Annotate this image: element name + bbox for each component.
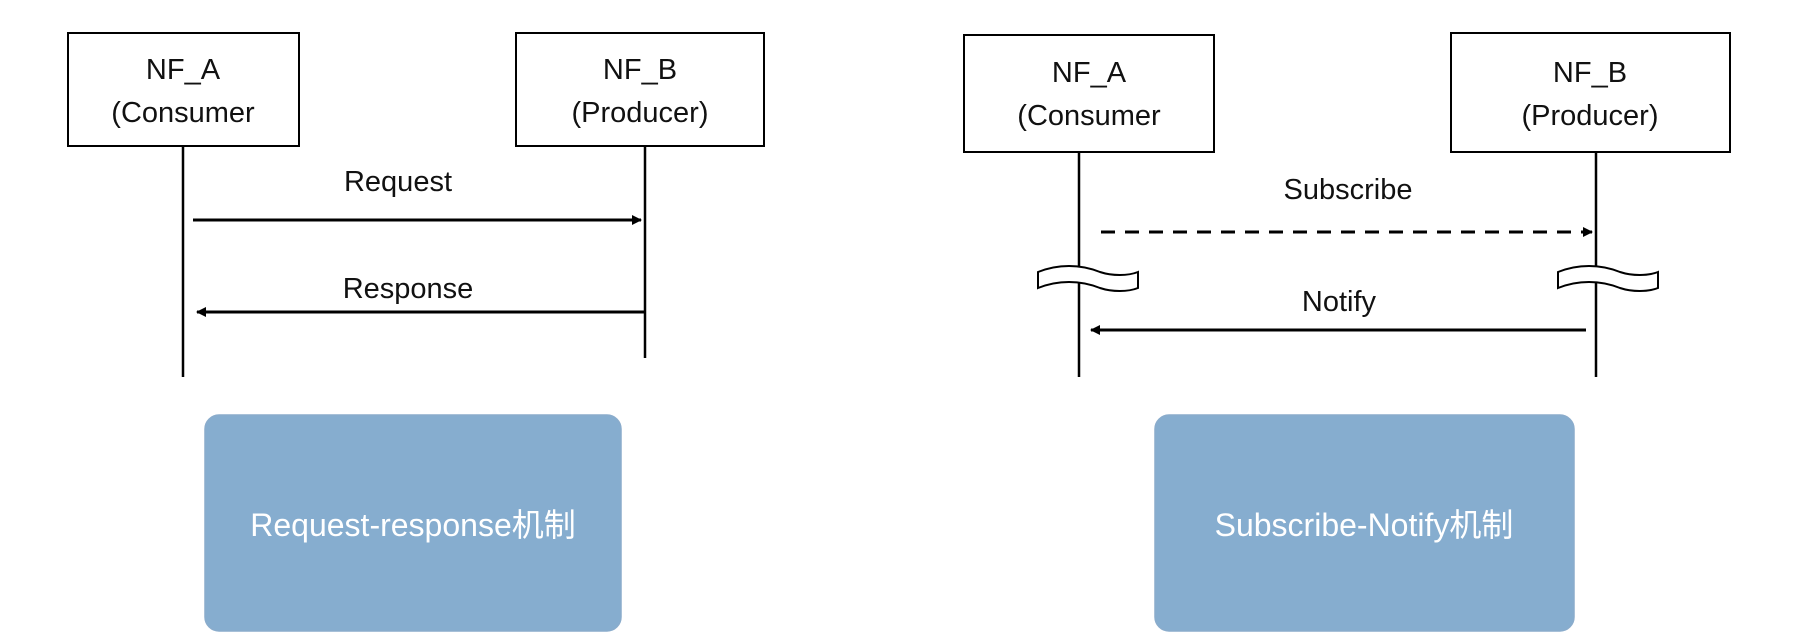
right-consumer-name: NF_A: [1052, 57, 1127, 89]
left-consumer-role: (Consumer: [111, 97, 255, 129]
left-consumer-node: NF_A (Consumer: [67, 32, 300, 147]
consumer-lifeline-break-icon: [1037, 265, 1139, 292]
request-response-mechanism-label: Request-response机制: [250, 507, 576, 543]
producer-lifeline-break-icon: [1557, 265, 1659, 292]
request-response-mechanism-box: Request-response机制: [204, 414, 622, 632]
subscribe-notify-mechanism-bg: [1154, 414, 1575, 632]
left-consumer-box: [67, 32, 300, 147]
right-producer-name: NF_B: [1553, 57, 1627, 89]
subscribe-notify-mechanism-label: Subscribe-Notify机制: [1215, 507, 1514, 543]
notify-message: Notify: [1090, 286, 1586, 335]
right-consumer-role: (Consumer: [1017, 100, 1161, 132]
request-response-mechanism-bg: [204, 414, 622, 632]
left-consumer-name: NF_A: [146, 54, 221, 86]
right-producer-box: [1450, 32, 1731, 153]
left-producer-node: NF_B (Producer): [515, 32, 765, 147]
right-consumer-node: NF_A (Consumer: [963, 34, 1215, 153]
right-producer-role: (Producer): [1522, 100, 1659, 132]
request-response-diagram: NF_A (Consumer NF_B (Producer) Request R…: [67, 32, 765, 632]
subscribe-message: Subscribe: [1101, 174, 1593, 237]
right-consumer-box: [963, 34, 1215, 153]
request-message: Request: [193, 166, 642, 225]
left-producer-role: (Producer): [572, 97, 709, 129]
request-label: Request: [344, 166, 452, 198]
left-producer-name: NF_B: [603, 54, 677, 86]
left-producer-box: [515, 32, 765, 147]
subscribe-label: Subscribe: [1284, 174, 1413, 206]
response-message: Response: [196, 273, 645, 317]
right-producer-node: NF_B (Producer): [1450, 32, 1731, 153]
subscribe-notify-mechanism-box: Subscribe-Notify机制: [1154, 414, 1575, 632]
subscribe-notify-diagram: NF_A (Consumer NF_B (Producer) Subscribe…: [963, 32, 1731, 632]
notify-label: Notify: [1302, 286, 1377, 318]
response-label: Response: [343, 273, 474, 305]
